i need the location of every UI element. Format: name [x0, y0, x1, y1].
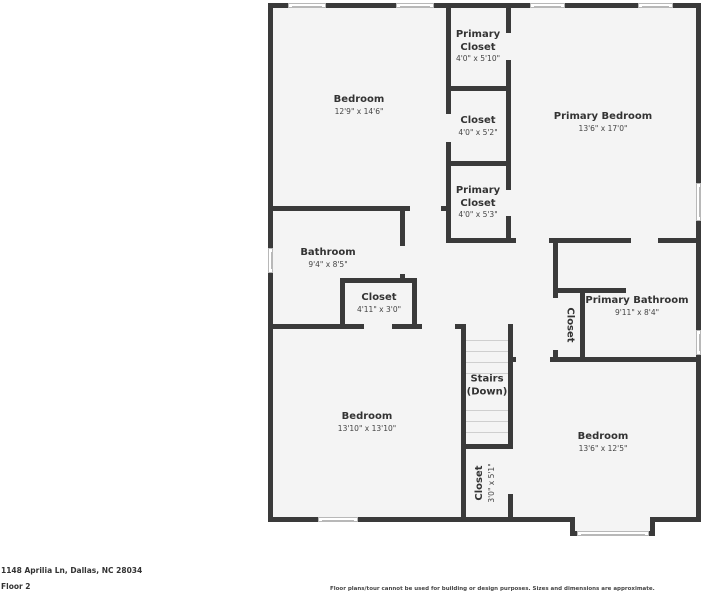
- room-label-primary-bedroom: Primary Bedroom 13'6" x 17'0": [554, 111, 652, 133]
- room-label-bedroom-3: Bedroom 13'6" x 12'5": [578, 431, 629, 453]
- wall-small-closet-left: [340, 278, 345, 328]
- room-name: Bedroom: [577, 431, 629, 443]
- room-dimensions: 9'4" x 8'5": [308, 259, 348, 269]
- wall-stairs-bottom: [461, 444, 513, 449]
- room-label-stairs: Stairs (Down): [467, 374, 508, 399]
- stair-tread: [466, 362, 508, 363]
- window: [530, 3, 565, 8]
- window: [696, 183, 701, 221]
- room-label-closet-3: Closet: [563, 307, 576, 343]
- room-name-line2: Closet: [460, 41, 496, 53]
- room-dimensions: 4'11" x 3'0": [356, 304, 402, 314]
- room-dimensions: 9'11" x 8'4": [614, 307, 660, 317]
- wall-bathroom-bottom: [268, 324, 364, 329]
- disclaimer-text: Floor plans/tour cannot be used for buil…: [330, 586, 655, 592]
- room-label-closet-2: Closet 4'11" x 3'0": [357, 292, 401, 314]
- room-name-line1: Primary: [455, 28, 501, 40]
- wall-closets-right-3: [506, 216, 511, 242]
- floor-area-bay: [573, 517, 653, 533]
- wall-closet-bottom: [446, 238, 516, 243]
- wall-small-closet-right: [412, 278, 417, 328]
- wall-stairs-right: [508, 324, 513, 448]
- wall-bathroom-bottom-2: [392, 324, 422, 329]
- room-dimensions: 13'6" x 12'5": [578, 443, 628, 453]
- room-name-line2: Closet: [460, 197, 496, 209]
- wall-primary-bath-closet-divider: [580, 288, 585, 360]
- window: [577, 531, 649, 536]
- room-name-line2: (Down): [466, 386, 508, 397]
- wall-primary-bedroom-bottom-2: [658, 238, 701, 243]
- window: [638, 3, 673, 8]
- room-name: Closet: [564, 307, 576, 343]
- room-label-primary-closet-1: Primary Closet 4'0" x 5'10": [456, 29, 500, 63]
- wall-stairs-right-2: [508, 494, 513, 522]
- wall-bedroom-bottom-stub: [441, 206, 451, 211]
- room-label-primary-closet-2: Primary Closet 4'0" x 5'3": [456, 185, 500, 219]
- wall-stairs-left: [461, 324, 466, 522]
- window: [268, 248, 273, 273]
- room-name: Bedroom: [333, 94, 385, 106]
- room-label-bedroom-1: Bedroom 12'9" x 14'6": [334, 94, 385, 116]
- wall-small-closet-top: [340, 278, 417, 283]
- room-dimensions: 13'10" x 13'10": [337, 423, 397, 433]
- wall-bay-right: [650, 517, 655, 536]
- wall-closet-divider-2: [446, 161, 511, 166]
- wall-hall-right-stub: [553, 350, 558, 360]
- room-dimensions: 3'0" x 5'1": [486, 463, 496, 503]
- wall-closets-left-2: [446, 142, 451, 242]
- wall-closets-right: [506, 3, 511, 33]
- room-name-line1: Primary: [455, 184, 501, 196]
- wall-closets-right-2: [506, 60, 511, 190]
- wall-bedroom-bottom: [268, 206, 410, 211]
- wall-exterior-bottom-right: [652, 517, 701, 522]
- room-dimensions: 4'0" x 5'2": [458, 127, 498, 137]
- room-name: Bedroom: [341, 411, 393, 423]
- room-dimensions: 13'6" x 17'0": [578, 123, 628, 133]
- room-name: Closet: [474, 465, 486, 501]
- stair-tread: [466, 432, 508, 433]
- wall-exterior-top: [268, 3, 701, 8]
- room-name: Primary Bedroom: [553, 111, 653, 123]
- wall-closet-divider-1: [446, 86, 511, 91]
- wall-primary-bath-inner-top: [553, 288, 626, 293]
- wall-bay-left: [570, 517, 575, 536]
- room-dimensions: 12'9" x 14'6": [334, 106, 384, 116]
- wall-bedroom3-top-stub: [508, 357, 516, 362]
- room-label-primary-bathroom: Primary Bathroom 9'11" x 8'4": [585, 295, 688, 317]
- room-name: Primary Bathroom: [585, 295, 689, 307]
- floor-label: Floor 2: [1, 582, 31, 591]
- wall-closets-left: [446, 3, 451, 114]
- window: [396, 3, 434, 8]
- wall-exterior-right: [696, 3, 701, 522]
- stair-tread: [466, 351, 508, 352]
- room-dimensions: 4'0" x 5'3": [458, 209, 498, 219]
- stair-tread: [466, 373, 508, 374]
- room-label-closet-1: Closet 4'0" x 5'2": [458, 115, 497, 137]
- room-name: Closet: [361, 292, 397, 304]
- room-dimensions: 4'0" x 5'10": [455, 53, 501, 63]
- wall-bedroom3-top: [550, 357, 701, 362]
- room-label-closet-4: Closet 3'0" x 5'1": [474, 463, 496, 502]
- room-label-bedroom-2: Bedroom 13'10" x 13'10": [338, 411, 396, 433]
- room-name-line1: Stairs: [470, 373, 504, 385]
- window: [696, 330, 701, 355]
- stair-tread: [466, 340, 508, 341]
- wall-primary-bedroom-bottom: [549, 238, 631, 243]
- room-name: Bathroom: [300, 247, 356, 259]
- room-label-bathroom: Bathroom 9'4" x 8'5": [300, 247, 355, 269]
- wall-exterior-bottom-left: [268, 517, 574, 522]
- stair-tread: [466, 410, 508, 411]
- address-text: 1148 Aprilia Ln, Dallas, NC 28034: [1, 566, 143, 575]
- window: [318, 517, 358, 522]
- window: [288, 3, 326, 8]
- wall-bathroom-right: [400, 206, 405, 246]
- room-name: Closet: [460, 115, 496, 127]
- wall-hall-right: [553, 238, 558, 298]
- stair-tread: [466, 421, 508, 422]
- wall-bedroom2-top-stub: [455, 324, 465, 329]
